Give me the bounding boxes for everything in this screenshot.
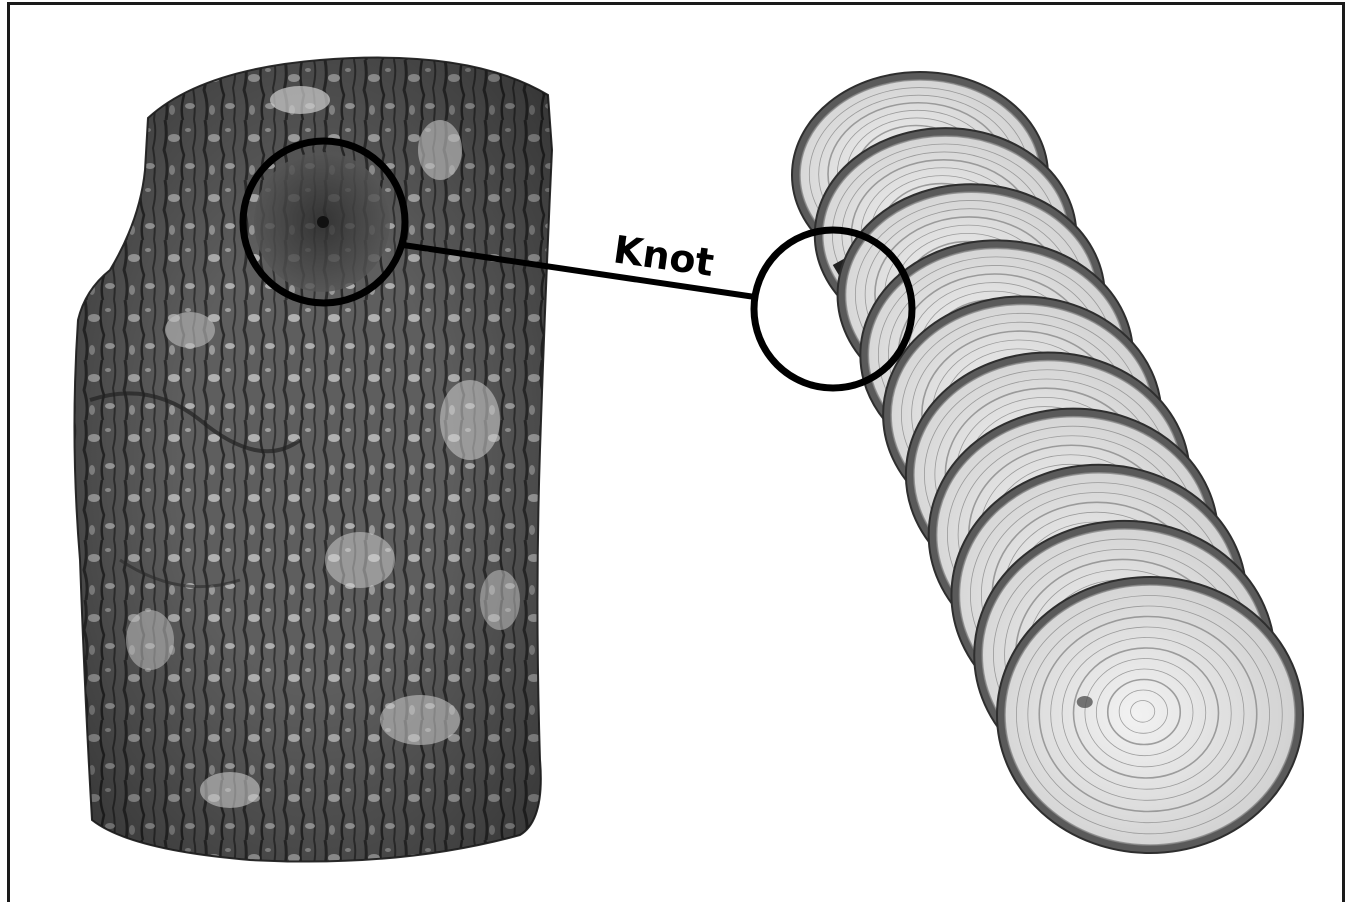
wood-slice	[997, 577, 1303, 853]
tree-log-photo	[74, 58, 552, 862]
log-slices-photo	[792, 72, 1303, 853]
